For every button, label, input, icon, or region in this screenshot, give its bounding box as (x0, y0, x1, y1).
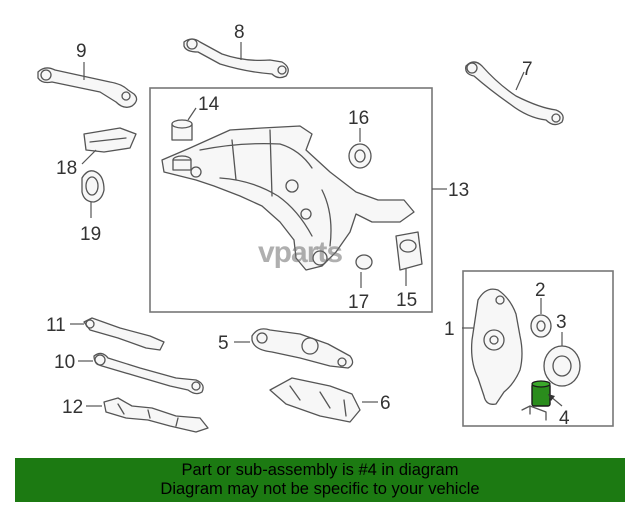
part-6-shield[interactable] (269, 377, 361, 423)
callout-10: 10 (54, 352, 75, 373)
callout-4: 4 (559, 408, 570, 429)
callout-6: 6 (380, 393, 391, 414)
knuckle-group-frame (462, 270, 614, 427)
part-2-bushing[interactable] (530, 314, 552, 338)
part-7-control-arm[interactable] (465, 61, 564, 126)
part-4-bushing-highlighted[interactable] (531, 380, 551, 407)
callout-11: 11 (46, 315, 66, 336)
part-16-bushing[interactable] (348, 143, 372, 169)
callout-14: 14 (198, 94, 220, 115)
part-10-control-arm[interactable] (93, 352, 204, 395)
part-15-mount[interactable] (395, 231, 423, 271)
part-17-bushing[interactable] (355, 254, 373, 270)
banner-line-1: Part or sub-assembly is #4 in diagram (181, 461, 459, 479)
part-18-bracket[interactable] (83, 127, 137, 153)
part-12-cover[interactable] (103, 397, 209, 433)
callout-16: 16 (348, 108, 369, 129)
part-9-control-arm[interactable] (37, 67, 138, 108)
callout-9: 9 (76, 41, 87, 62)
callout-19: 19 (80, 224, 101, 245)
part-14-bushing[interactable] (171, 119, 193, 171)
part-3-hub-bearing[interactable] (543, 345, 581, 387)
callout-7: 7 (522, 59, 533, 80)
callout-2: 2 (535, 280, 546, 301)
callout-13: 13 (448, 180, 469, 201)
subframe-group-frame (149, 87, 433, 313)
watermark-text: vparts (258, 236, 343, 269)
callout-17: 17 (348, 292, 369, 313)
part-11-link[interactable] (83, 317, 165, 351)
banner-line-2: Diagram may not be specific to your vehi… (160, 480, 480, 498)
vparts-watermark: vparts (258, 236, 343, 270)
callout-1: 1 (444, 319, 455, 340)
callout-8: 8 (234, 22, 245, 43)
part-1-knuckle[interactable] (470, 288, 523, 405)
part-4-clip (521, 405, 547, 421)
callout-3: 3 (556, 312, 567, 333)
callout-15: 15 (396, 290, 417, 311)
info-banner: Part or sub-assembly is #4 in diagram Di… (15, 458, 625, 502)
part-19-mount[interactable] (81, 170, 105, 203)
part-13-subframe[interactable] (161, 125, 415, 271)
callout-5: 5 (218, 333, 229, 354)
part-5-control-arm[interactable] (251, 328, 354, 369)
callout-18: 18 (56, 158, 77, 179)
part-8-control-arm[interactable] (183, 38, 289, 79)
callout-12: 12 (62, 397, 83, 418)
